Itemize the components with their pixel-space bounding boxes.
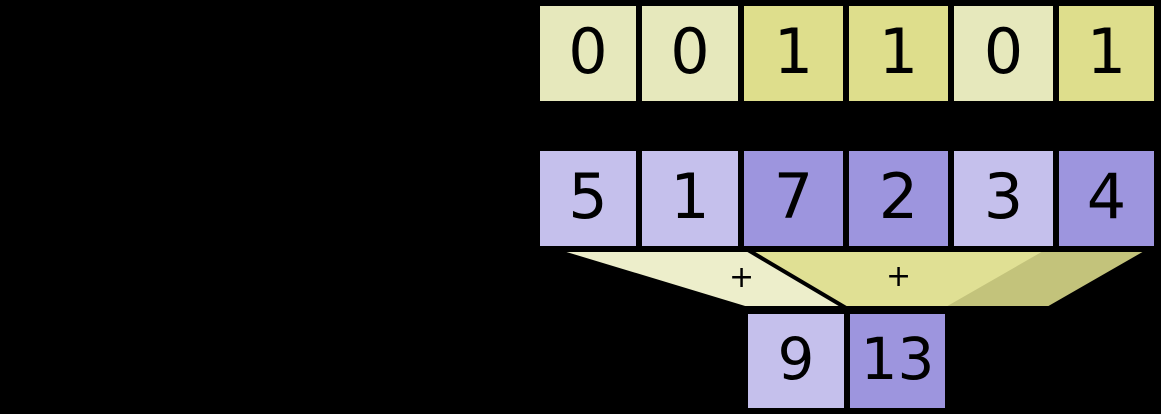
value-cell-6-value: 4 — [1086, 159, 1127, 233]
flag-cell-6-value: 1 — [1086, 14, 1127, 88]
value-cell-1-value: 5 — [568, 159, 608, 233]
funnel-shape-right — [740, 248, 1158, 310]
value-cell-4-value: 2 — [878, 159, 919, 233]
value-cell-4: 2 — [846, 148, 951, 249]
flag-cell-3-value: 1 — [773, 14, 814, 88]
value-cell-2: 1 — [639, 148, 741, 249]
flag-cell-1-value: 0 — [568, 14, 608, 88]
flag-cell-2-value: 0 — [670, 14, 710, 88]
result-cell-2-value: 13 — [860, 325, 935, 393]
result-cell-1-value: 9 — [777, 325, 815, 393]
plus-operator-right: + — [886, 259, 912, 294]
flag-cell-4-value: 1 — [878, 14, 919, 88]
flag-cell-6: 1 — [1056, 3, 1157, 104]
flag-cell-5-value: 0 — [983, 14, 1024, 88]
funnel-shape-left — [552, 248, 1057, 310]
flag-cell-4: 1 — [846, 3, 951, 104]
value-cell-5: 3 — [951, 148, 1056, 249]
flag-cell-5: 0 — [951, 3, 1056, 104]
value-cell-3-value: 7 — [773, 159, 814, 233]
result-cell-1: 9 — [745, 311, 847, 411]
value-cell-1: 5 — [537, 148, 639, 249]
value-cell-3: 7 — [741, 148, 846, 249]
flag-cell-1: 0 — [537, 3, 639, 104]
plus-operator-left: + — [729, 260, 755, 295]
value-cell-2-value: 1 — [670, 159, 710, 233]
value-cell-6: 4 — [1056, 148, 1157, 249]
flag-cell-2: 0 — [639, 3, 741, 104]
result-cell-2: 13 — [847, 311, 948, 411]
flag-cell-3: 1 — [741, 3, 846, 104]
value-cell-5-value: 3 — [983, 159, 1024, 233]
